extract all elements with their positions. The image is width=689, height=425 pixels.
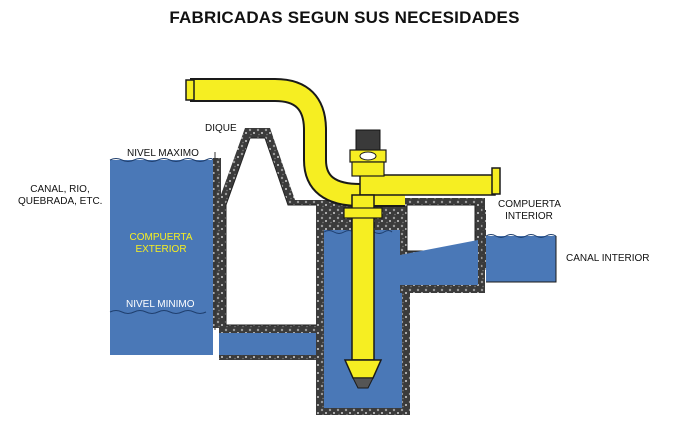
discharge-pipe	[185, 78, 501, 207]
label-compuerta-exterior-line1: COMPUERTA	[129, 232, 193, 243]
inner-gate	[480, 200, 486, 270]
label-canal-rio-line2: QUEBRADA, ETC.	[18, 196, 103, 207]
inner-chamber	[400, 198, 485, 293]
inner-canal-water	[485, 234, 557, 282]
label-nivel-maximo: NIVEL MAXIMO	[127, 148, 199, 159]
label-nivel-minimo: NIVEL MINIMO	[126, 299, 195, 310]
label-canal-rio: CANAL, RIO, QUEBRADA, ETC.	[18, 184, 102, 208]
ground-line	[486, 236, 557, 283]
pump-column	[343, 194, 383, 389]
label-compuerta-interior-line2: INTERIOR	[505, 211, 553, 222]
dike	[219, 128, 330, 340]
label-compuerta-interior-line1: COMPUERTA	[498, 199, 561, 210]
label-compuerta-exterior: COMPUERTA EXTERIOR	[125, 232, 197, 256]
outer-gate	[213, 152, 221, 330]
page-title: FABRICADAS SEGUN SUS NECESIDADES	[169, 8, 520, 27]
label-canal-interior: CANAL INTERIOR	[566, 253, 650, 264]
label-canal-rio-line1: CANAL, RIO,	[30, 184, 90, 195]
outer-water	[109, 158, 214, 355]
pump-motor	[349, 129, 387, 177]
intake-channel	[219, 330, 330, 360]
label-compuerta-exterior-line2: EXTERIOR	[135, 244, 187, 255]
label-dique: DIQUE	[205, 123, 237, 134]
label-compuerta-interior: COMPUERTA INTERIOR	[498, 199, 561, 223]
